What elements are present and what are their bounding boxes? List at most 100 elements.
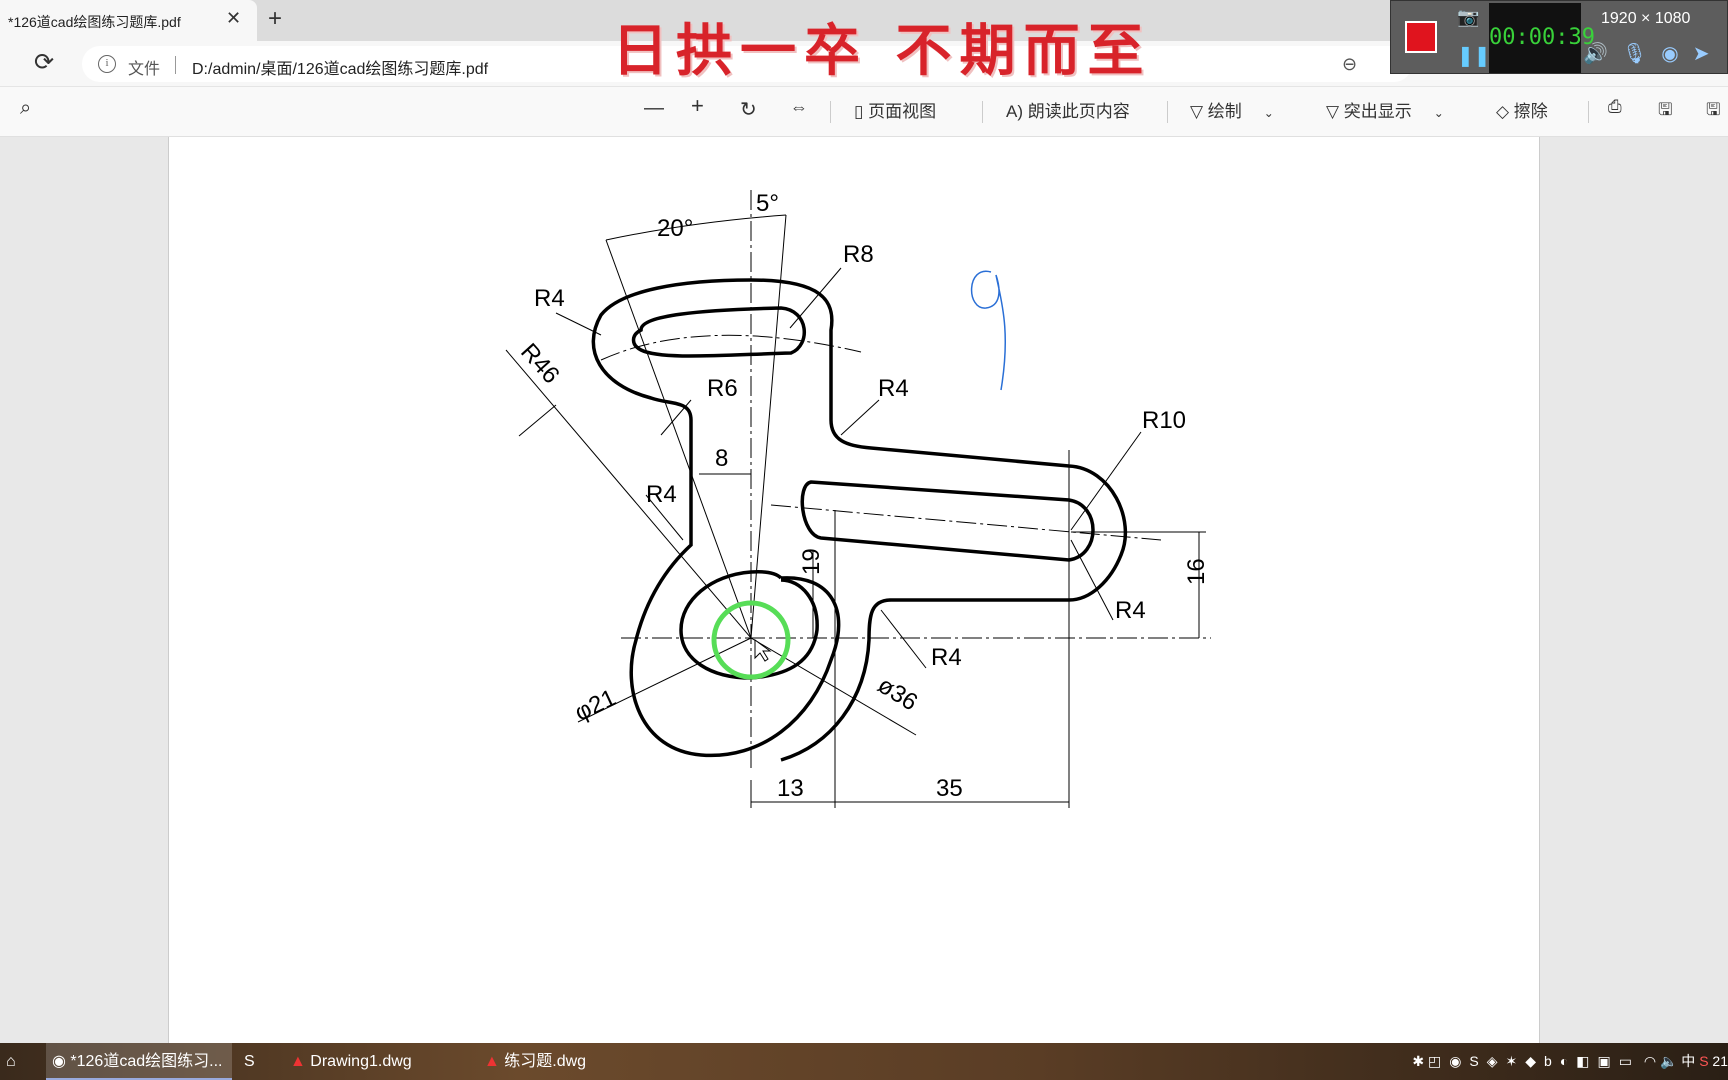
new-tab-button[interactable]: +: [268, 5, 283, 32]
divider: [1588, 101, 1589, 123]
handwriting-stroke: [970, 270, 1006, 391]
autocad-icon: ▲: [290, 1053, 311, 1070]
centerline-arc: [600, 334, 862, 361]
diameter-21-label: φ21: [571, 684, 621, 726]
zoom-in-button[interactable]: +: [691, 93, 704, 118]
slogan-overlay: 日拱一卒 不期而至: [612, 19, 1152, 84]
resolution-label: 1920 × 1080: [1601, 10, 1691, 27]
print-icon[interactable]: ⎙: [1608, 97, 1622, 116]
recording-timer: 00:00:39: [1489, 3, 1595, 73]
edge-icon: ◉: [52, 1053, 71, 1070]
leader-line: [1070, 431, 1142, 531]
highlight-button[interactable]: ▽ 突出显示 ⌄: [1326, 97, 1444, 122]
draw-label: 绘制: [1207, 102, 1242, 121]
read-aloud-button[interactable]: A) 朗读此页内容: [1006, 97, 1130, 122]
divider: [830, 101, 831, 123]
search-icon[interactable]: ⌕: [20, 97, 32, 119]
leader-line: [880, 609, 927, 669]
camera-icon[interactable]: 📷: [1457, 7, 1480, 27]
pause-icon[interactable]: ❚❚: [1457, 45, 1491, 67]
radius-r4-label: R4: [1115, 597, 1146, 624]
ime-indicator[interactable]: 中: [1681, 1053, 1696, 1069]
leader-line: [645, 494, 684, 541]
zoom-out-icon[interactable]: ⊖: [1342, 54, 1358, 74]
rotate-icon[interactable]: ↻: [740, 99, 757, 121]
angle-20-label: 20°: [657, 215, 693, 242]
taskbar-item-exercise[interactable]: ▲ 练习题.dwg: [482, 1043, 664, 1080]
save-icon[interactable]: 🖫: [1658, 100, 1673, 119]
system-tray: ✱ ◰◉S◈✶◆b◐◧▣▭ ◠ 🔈 中 S 21: [1412, 1043, 1728, 1080]
tray-icons[interactable]: ◰◉S◈✶◆b◐◧▣▭: [1427, 1053, 1640, 1069]
angle-5-label: 5°: [756, 190, 779, 217]
angle-dimension-arc: [605, 214, 787, 241]
chevron-down-icon[interactable]: ⌄: [1433, 106, 1444, 120]
dimension-line: [750, 637, 917, 736]
wifi-icon[interactable]: ◠: [1643, 1053, 1657, 1069]
file-label: 文件: [128, 61, 161, 78]
diameter-36-label: ø36: [873, 672, 922, 717]
page-view-icon: ▯: [854, 102, 869, 121]
pdf-toolbar: ⌕ — + ↻ ⇔ ▯ 页面视图 A) 朗读此页内容 ▽ 绘制 ⌄ ▽ 突出显示 ⌄…: [0, 87, 1728, 137]
mic-icon[interactable]: 🎙: [1621, 43, 1662, 65]
pdf-page: 5° 20° R8 R4 R46 R6 R4 R10 8 R4 19 16 R4…: [168, 137, 1540, 1043]
info-icon[interactable]: i: [98, 55, 116, 73]
webcam-icon[interactable]: ◉: [1661, 43, 1693, 65]
recorder-controls[interactable]: 🔊🎙◉➤: [1583, 41, 1724, 66]
draw-icon: ▽: [1190, 102, 1208, 121]
radius-r6-label: R6: [707, 375, 738, 402]
url-field[interactable]: i 文件 D:/admin/桌面/126道cad绘图练习题库.pdf ⊖: [82, 46, 1412, 82]
dimension-13-label: 13: [777, 775, 804, 802]
taskbar: ⌂ ◉ *126道cad绘图练习... S ▲ Drawing1.dwg ▲ 练…: [0, 1043, 1728, 1080]
dimension-16-label: 16: [1183, 558, 1210, 585]
radius-r10-label: R10: [1142, 407, 1186, 434]
erase-button[interactable]: ◇ 擦除: [1496, 97, 1548, 122]
tab-pdf[interactable]: *126道cad绘图练习题库.pdf ✕: [0, 0, 257, 41]
read-aloud-icon: A): [1006, 102, 1028, 121]
solidworks-icon[interactable]: S: [244, 1053, 255, 1070]
recorder-panel: 📷 ❚❚ 00:00:39 1920 × 1080 🔊🎙◉➤: [1390, 0, 1728, 74]
cursor-icon[interactable]: ➤: [1692, 43, 1724, 65]
highlight-label: 突出显示: [1343, 102, 1412, 121]
mouse-cursor-icon: [754, 639, 772, 662]
dimension-35-label: 35: [936, 775, 963, 802]
autocad-icon: ▲: [484, 1053, 505, 1070]
eraser-icon: ◇: [1496, 102, 1514, 121]
leader-line: [840, 399, 880, 436]
sogou-icon[interactable]: S: [1699, 1053, 1709, 1069]
part-outline: [591, 278, 1128, 762]
leader-line: [1070, 539, 1114, 621]
centerline-slot: [770, 504, 1162, 541]
page-view-label: 页面视图: [868, 102, 937, 121]
highlight-icon: ▽: [1326, 102, 1344, 121]
clock[interactable]: 21: [1712, 1053, 1728, 1069]
reload-icon[interactable]: ⟳: [34, 49, 55, 76]
radius-r8-label: R8: [843, 241, 874, 268]
erase-label: 擦除: [1513, 102, 1548, 121]
volume-icon[interactable]: 🔈: [1659, 1053, 1678, 1069]
chevron-down-icon[interactable]: ⌄: [1263, 106, 1274, 120]
radius-r4-label: R4: [931, 644, 962, 671]
radius-r4-label: R4: [878, 375, 909, 402]
divider: [1167, 101, 1168, 123]
extension-line: [505, 349, 752, 639]
radius-r4-label: R4: [534, 285, 565, 312]
fit-width-icon[interactable]: ⇔: [790, 97, 808, 117]
start-icon[interactable]: ⌂: [6, 1053, 16, 1070]
taskbar-item-drawing1[interactable]: ▲ Drawing1.dwg: [288, 1043, 464, 1080]
read-aloud-label: 朗读此页内容: [1027, 102, 1130, 121]
record-stop-button[interactable]: [1405, 21, 1437, 53]
speaker-icon[interactable]: 🔊: [1583, 43, 1622, 65]
dimension-19-label: 19: [798, 548, 825, 575]
highlight-circle: [711, 600, 791, 680]
save-as-icon[interactable]: 🖫: [1706, 100, 1721, 119]
close-icon[interactable]: ✕: [226, 8, 242, 28]
draw-button[interactable]: ▽ 绘制 ⌄: [1190, 97, 1274, 122]
bluetooth-icon[interactable]: ✱: [1412, 1053, 1425, 1069]
taskbar-item-label: Drawing1.dwg: [310, 1053, 412, 1070]
document-viewport[interactable]: 5° 20° R8 R4 R46 R6 R4 R10 8 R4 19 16 R4…: [0, 137, 1728, 1043]
page-view-button[interactable]: ▯ 页面视图: [854, 97, 936, 122]
zoom-out-button[interactable]: —: [644, 97, 664, 119]
taskbar-item-browser[interactable]: ◉ *126道cad绘图练习...: [46, 1043, 232, 1080]
extension-line: [518, 404, 557, 437]
dimension-line: [577, 637, 752, 723]
